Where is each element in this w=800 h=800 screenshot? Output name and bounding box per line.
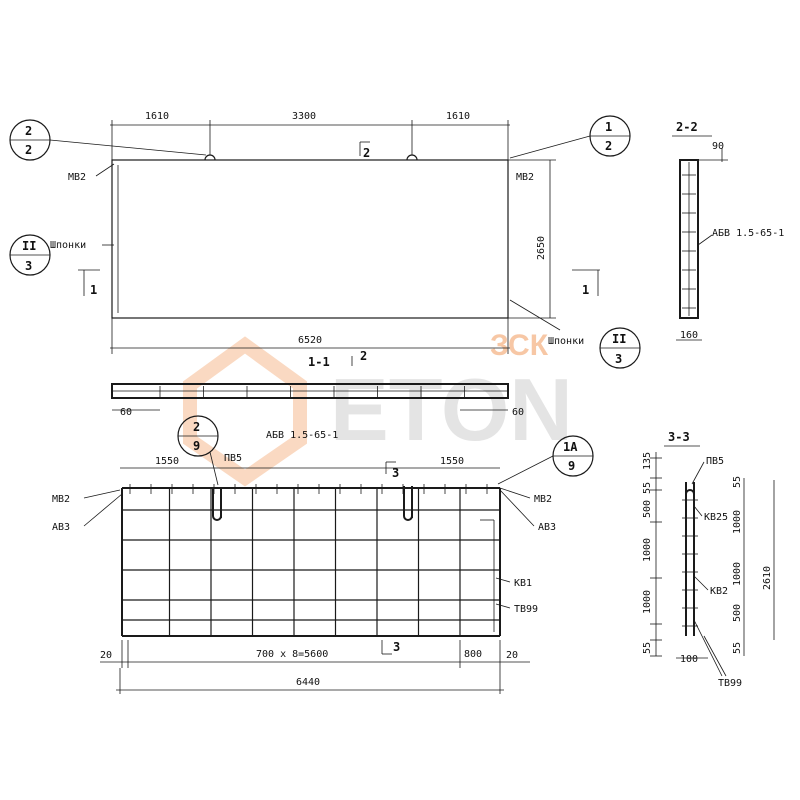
s33-label-kv2: КВ2 — [710, 586, 728, 597]
cage-label-mv2-left: МВ2 — [52, 494, 70, 505]
s33-dim-total: 2610 — [762, 566, 773, 590]
plan-view: 1610 3300 1610 2 2650 6520 МВ2 МВ2 Шпонк… — [50, 111, 600, 354]
section-1-1-title: 1-1 — [308, 355, 330, 369]
callout-3-bottom: 3 — [25, 259, 32, 273]
cage-dim-end: 800 — [464, 649, 482, 660]
section-3-3: 3-3 135 55 500 1000 1000 55 55 1000 1000… — [642, 430, 775, 689]
section-1-1: 1-1 2 60 60 — [111, 349, 524, 418]
callout-4-top: II — [612, 332, 626, 346]
cage-label-kv1: КВ1 — [514, 578, 532, 589]
callout-1-2: 1 2 — [509, 115, 631, 159]
callout-5-top: 2 — [193, 420, 200, 434]
s33-dim-bottom: 100 — [680, 654, 698, 665]
lifting-loop-right — [406, 154, 418, 161]
watermark-brand: ETON — [330, 360, 573, 459]
callout-3-top: II — [22, 239, 36, 253]
s33-dim-left-0: 135 — [642, 452, 653, 470]
cage-label-pv5: ПВ5 — [224, 453, 242, 464]
s33-dim-left-1: 55 — [642, 482, 653, 494]
plan-cut-left: 1 — [90, 283, 97, 297]
callout-2-2: 2 2 — [9, 119, 207, 161]
cage-label-av3-left: АВЗ — [52, 522, 70, 533]
plan-label-shponki-left: Шпонки — [50, 240, 86, 251]
cage-dim-total: 6440 — [296, 677, 320, 688]
plan-dim-total: 6520 — [298, 335, 322, 346]
callout-2-9: 2 9 — [177, 415, 219, 486]
section-1-1-mark: 2 — [360, 349, 367, 363]
callout-6-bottom: 9 — [568, 459, 575, 473]
callout-2-bottom: 2 — [605, 139, 612, 153]
cage-cut-mark: 3 — [392, 466, 399, 480]
callout-5-bottom: 9 — [193, 439, 200, 453]
section-2-2: 2-2 90 160 АБВ 1.5-65-1 — [672, 120, 784, 341]
plan-section-mark: 2 — [363, 146, 370, 160]
cage-dim-right: 1550 — [440, 456, 464, 467]
section-1-1-dim-left: 60 — [120, 407, 132, 418]
section-3-3-loop — [685, 489, 695, 495]
section-2-2-dim-top: 90 — [712, 141, 724, 152]
cage-bottom-mark: 3 — [393, 640, 400, 654]
plan-label-mv2-left: МВ2 — [68, 172, 86, 183]
cage-loop-left — [212, 488, 222, 521]
callout-1a-9: 1А 9 — [497, 435, 594, 485]
plan-dim-mid: 3300 — [292, 111, 316, 122]
section-2-2-slab — [679, 159, 699, 319]
callout-6-top: 1А — [563, 440, 578, 454]
section-2-2-label: АБВ 1.5-65-1 — [712, 228, 784, 239]
cage-dim-edge-left: 20 — [100, 650, 112, 661]
s33-dim-right-0: 55 — [732, 476, 743, 488]
s33-dim-left-5: 55 — [642, 642, 653, 654]
plan-cut-right: 1 — [582, 283, 589, 297]
cage-loop-right — [403, 486, 413, 521]
callout-1-top: 2 — [25, 124, 32, 138]
section-3-3-title: 3-3 — [668, 430, 690, 444]
reinforcement-cage: 1550 1550 ПВ5 АБВ 1.5-65-1 3 МВ2 АВЗ МВ2… — [52, 430, 556, 694]
cage-dim-edge-right: 20 — [506, 650, 518, 661]
plan-dim-right: 1610 — [446, 111, 470, 122]
s33-label-pv5: ПВ5 — [706, 456, 724, 467]
callout-ii-3-right: II 3 — [599, 327, 641, 369]
s33-label-tv99: ТВ99 — [718, 678, 742, 689]
section-1-1-dim-right: 60 — [512, 407, 524, 418]
lifting-loop-left — [204, 154, 216, 161]
s33-label-kv25: КВ25 — [704, 512, 728, 523]
plan-dim-height: 2650 — [536, 236, 547, 260]
plan-label-shponki-right: Шпонки — [548, 336, 584, 347]
s33-dim-right-2: 1000 — [732, 562, 743, 586]
s33-dim-left-2: 500 — [642, 500, 653, 518]
callout-ii-3-left: II 3 — [9, 234, 51, 276]
cage-dim-span: 700 х 8=5600 — [256, 649, 328, 660]
s33-dim-right-1: 1000 — [732, 510, 743, 534]
section-2-2-title: 2-2 — [676, 120, 698, 134]
callout-4-bottom: 3 — [615, 352, 622, 366]
cage-label-abv: АБВ 1.5-65-1 — [266, 430, 338, 441]
section-2-2-dim-bottom: 160 — [680, 330, 698, 341]
s33-dim-right-3: 500 — [732, 604, 743, 622]
s33-dim-left-4: 1000 — [642, 590, 653, 614]
panel-outline — [111, 159, 509, 319]
callout-2-top: 1 — [605, 120, 612, 134]
cage-label-tv99: ТВ99 — [514, 604, 538, 615]
cage-dim-left: 1550 — [155, 456, 179, 467]
cage-label-av3-right: АВЗ — [538, 522, 556, 533]
s33-dim-right-4: 55 — [732, 642, 743, 654]
plan-label-mv2-right: МВ2 — [516, 172, 534, 183]
watermark-prefix: ЗСК — [490, 329, 549, 362]
watermark: ETON ЗСК — [183, 329, 573, 487]
s33-dim-left-3: 1000 — [642, 538, 653, 562]
cage-label-mv2-right: МВ2 — [534, 494, 552, 505]
callout-1-bottom: 2 — [25, 143, 32, 157]
plan-dim-left: 1610 — [145, 111, 169, 122]
